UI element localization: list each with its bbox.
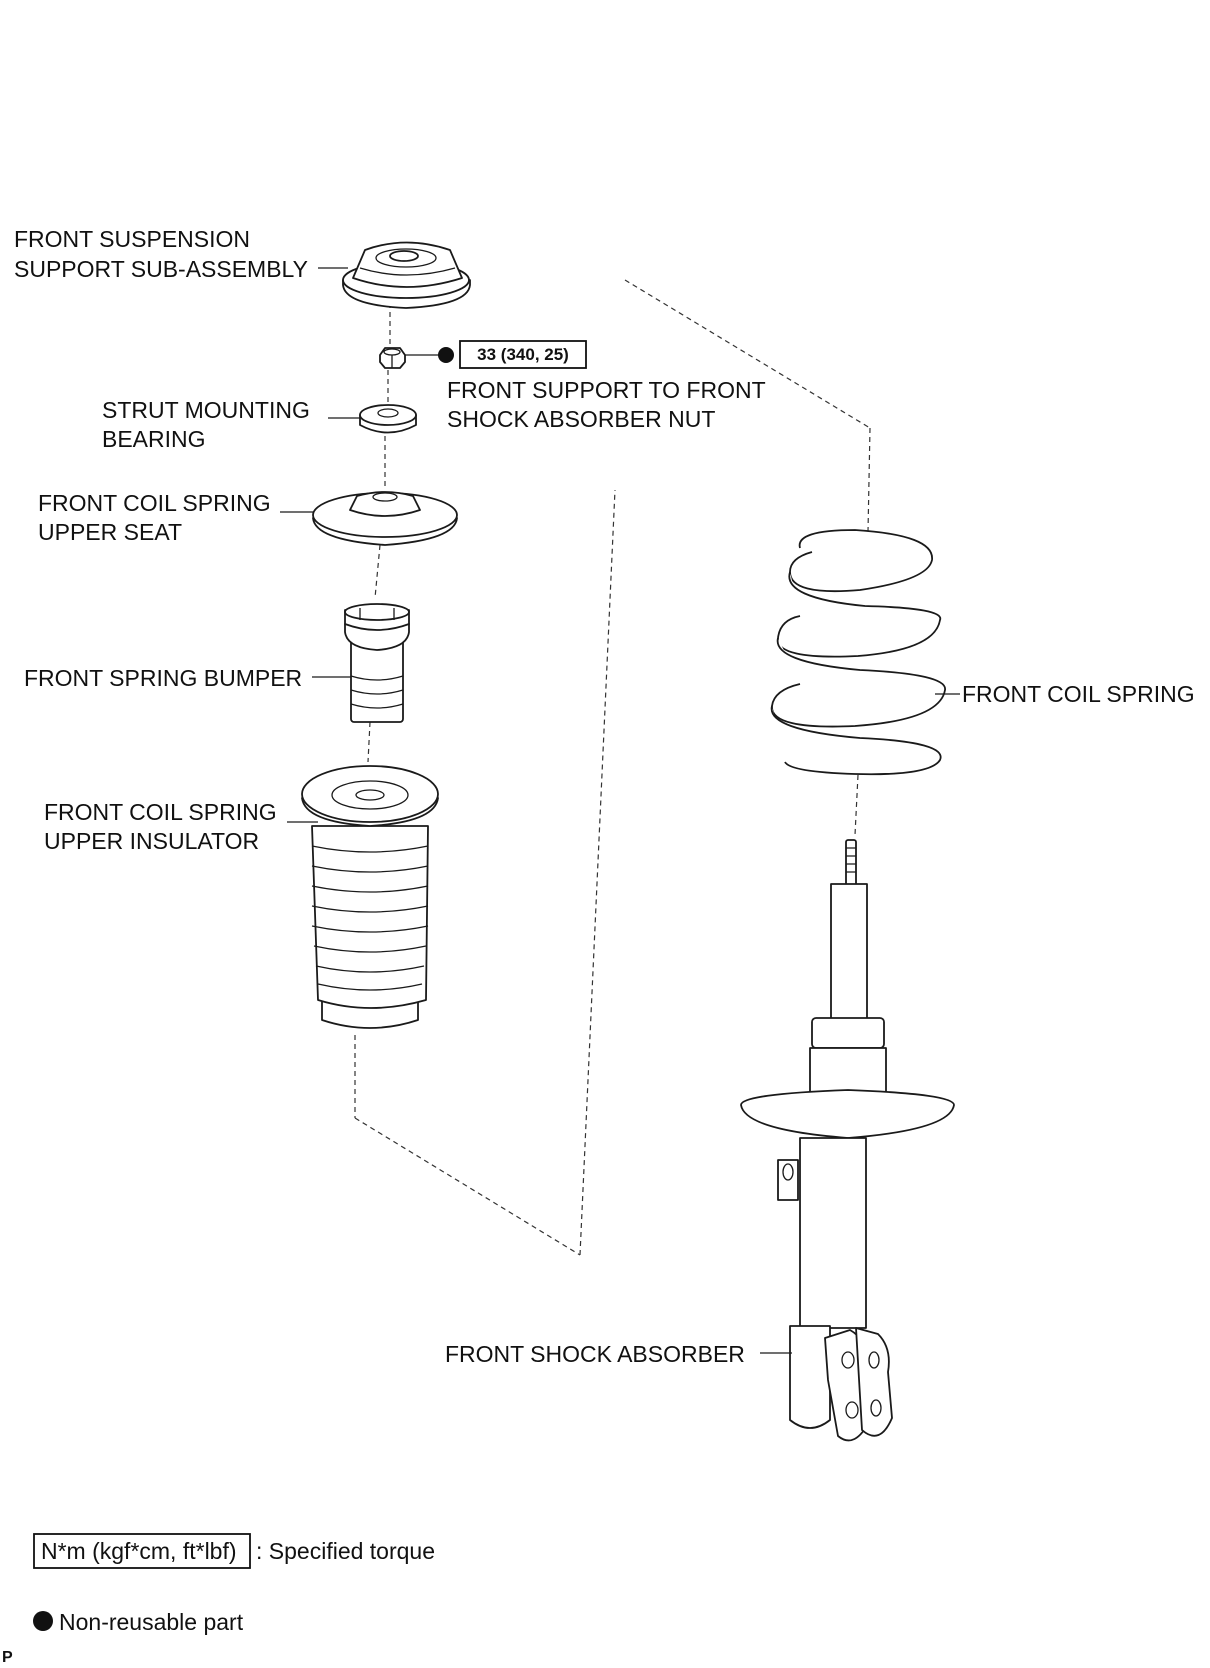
legend-dot-icon (33, 1611, 53, 1631)
shock-absorber-icon (740, 839, 955, 1442)
upper-seat-icon (312, 491, 458, 546)
upper-insulator-icon (301, 765, 439, 1029)
legend-non-reusable: Non-reusable part (59, 1609, 244, 1635)
label-insulator-line2: UPPER INSULATOR (44, 828, 259, 854)
torque-value: 33 (340, 25) (477, 345, 569, 364)
label-bumper: FRONT SPRING BUMPER (24, 665, 302, 691)
label-shock-absorber: FRONT SHOCK ABSORBER (445, 1341, 745, 1367)
non-reusable-dot-icon (438, 347, 454, 363)
corner-mark: P (2, 1649, 13, 1666)
label-bearing-line2: BEARING (102, 426, 206, 452)
nut-icon (379, 347, 406, 369)
legend-torque-box (33, 1533, 251, 1569)
label-upper-seat-line2: UPPER SEAT (38, 519, 182, 545)
leader-lines (280, 267, 960, 1354)
assembly-lines (354, 279, 871, 1256)
label-nut-line2: SHOCK ABSORBER NUT (447, 406, 715, 432)
label-coil-spring: FRONT COIL SPRING (962, 681, 1195, 707)
label-upper-seat-line1: FRONT COIL SPRING (38, 490, 271, 516)
coil-spring-icon (770, 529, 946, 776)
label-support-line2: SUPPORT SUB-ASSEMBLY (14, 256, 308, 282)
label-nut-line1: FRONT SUPPORT TO FRONT (447, 377, 766, 403)
torque-box (459, 340, 587, 369)
legend: N*m (kgf*cm, ft*lbf) : Specified torque … (33, 1533, 435, 1635)
legend-torque-desc: : Specified torque (256, 1538, 435, 1564)
spring-bumper-icon (344, 603, 410, 723)
label-support-line1: FRONT SUSPENSION (14, 226, 250, 252)
strut-mounting-bearing-icon (359, 404, 417, 434)
label-insulator-line1: FRONT COIL SPRING (44, 799, 277, 825)
front-suspension-support-icon (342, 241, 471, 309)
label-bearing-line1: STRUT MOUNTING (102, 397, 310, 423)
legend-torque-unit: N*m (kgf*cm, ft*lbf) (41, 1538, 237, 1564)
